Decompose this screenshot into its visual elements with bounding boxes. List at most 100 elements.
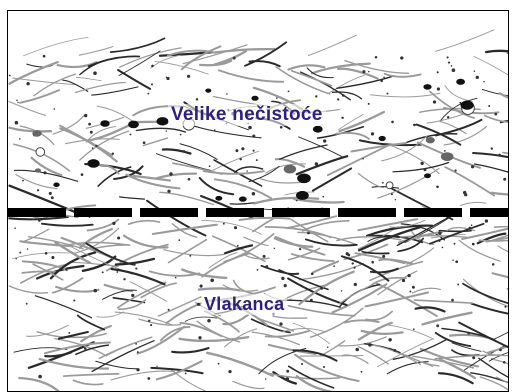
dust-dot bbox=[280, 126, 283, 129]
impurity-particle bbox=[87, 159, 99, 168]
dust-dot bbox=[402, 279, 405, 282]
fiber bbox=[500, 93, 508, 102]
dust-dot bbox=[9, 75, 11, 77]
dust-dot bbox=[117, 236, 120, 239]
dust-dot bbox=[492, 263, 495, 266]
dust-dot bbox=[43, 55, 46, 58]
fiber bbox=[460, 202, 485, 205]
fiber bbox=[199, 288, 240, 290]
dust-dot bbox=[256, 159, 258, 161]
fiber bbox=[423, 313, 472, 325]
fiber bbox=[163, 149, 191, 153]
dust-dot bbox=[185, 372, 187, 374]
dust-dot bbox=[284, 284, 287, 287]
dust-dot bbox=[248, 126, 252, 130]
fiber-illustration bbox=[8, 11, 508, 391]
fiber bbox=[300, 356, 363, 357]
fiber bbox=[452, 343, 481, 352]
dust-dot bbox=[362, 70, 365, 73]
fiber bbox=[472, 304, 508, 316]
dust-dot bbox=[265, 378, 267, 380]
impurity-particle bbox=[100, 120, 109, 127]
impurity-particle bbox=[423, 84, 431, 90]
dust-dot bbox=[469, 227, 471, 229]
dust-dot bbox=[454, 243, 456, 245]
fiber bbox=[79, 47, 113, 56]
dust-dot bbox=[166, 130, 167, 131]
dust-dot bbox=[175, 277, 177, 279]
dust-dot bbox=[296, 200, 298, 202]
dust-dot bbox=[253, 150, 255, 152]
fiber bbox=[234, 281, 256, 294]
dust-dot bbox=[362, 158, 364, 160]
impurity-particle bbox=[424, 173, 431, 178]
dust-dot bbox=[51, 256, 54, 259]
dust-dot bbox=[123, 278, 125, 280]
dust-dot bbox=[135, 343, 137, 345]
fiber bbox=[202, 220, 262, 234]
dust-dot bbox=[301, 363, 303, 365]
dust-dot bbox=[198, 336, 201, 339]
dust-dot bbox=[88, 123, 91, 126]
dust-dot bbox=[395, 199, 396, 200]
dust-dot bbox=[90, 131, 93, 134]
dust-dot bbox=[135, 268, 137, 270]
dust-dot bbox=[226, 93, 227, 94]
dust-dot bbox=[94, 289, 98, 293]
impurity-particle bbox=[456, 79, 465, 85]
fiber bbox=[233, 381, 264, 388]
dust-dot bbox=[380, 79, 383, 82]
dust-dot bbox=[472, 243, 475, 246]
dust-dot bbox=[19, 138, 21, 140]
dust-dot bbox=[476, 76, 479, 79]
fiber bbox=[51, 253, 95, 279]
dust-dot bbox=[485, 219, 488, 222]
fiber bbox=[35, 296, 91, 318]
dust-dot bbox=[19, 252, 21, 254]
dust-dot bbox=[228, 370, 231, 373]
dust-dot bbox=[235, 149, 238, 152]
impurity-particle bbox=[426, 137, 435, 143]
dust-dot bbox=[288, 90, 290, 92]
dust-dot bbox=[136, 368, 139, 371]
fiber bbox=[459, 241, 500, 262]
dust-dot bbox=[299, 248, 301, 250]
dust-dot bbox=[102, 271, 104, 273]
dust-dot bbox=[252, 192, 255, 195]
fiber bbox=[297, 156, 347, 174]
barrier-segment bbox=[404, 208, 462, 217]
dust-dot bbox=[112, 153, 114, 155]
dust-dot bbox=[387, 93, 389, 95]
fiber bbox=[164, 250, 225, 256]
fiber bbox=[371, 93, 441, 97]
dust-dot bbox=[150, 324, 152, 326]
dust-dot bbox=[455, 260, 458, 263]
dust-dot bbox=[37, 189, 39, 191]
fiber bbox=[288, 65, 324, 69]
fiber bbox=[475, 164, 508, 175]
dust-dot bbox=[22, 180, 24, 182]
fiber bbox=[387, 325, 434, 339]
fiber bbox=[169, 240, 207, 263]
fiber bbox=[463, 284, 508, 304]
fiber bbox=[19, 378, 61, 391]
fiber bbox=[42, 224, 93, 226]
fiber bbox=[400, 236, 466, 238]
barrier-segment bbox=[206, 208, 264, 217]
dust-dot bbox=[439, 240, 441, 242]
fiber bbox=[185, 317, 217, 321]
fiber bbox=[332, 284, 386, 312]
fiber bbox=[366, 312, 392, 320]
dust-dot bbox=[147, 93, 149, 95]
dust-dot bbox=[323, 366, 325, 368]
dust-dot bbox=[368, 343, 372, 347]
dust-dot bbox=[472, 356, 475, 359]
dust-dot bbox=[491, 358, 493, 360]
impurity-particle bbox=[313, 126, 323, 133]
dust-dot bbox=[156, 366, 157, 367]
dust-dot bbox=[354, 283, 357, 286]
dust-dot bbox=[274, 248, 275, 249]
dust-dot bbox=[200, 285, 203, 288]
dust-dot bbox=[148, 320, 150, 322]
fiber bbox=[111, 371, 174, 380]
